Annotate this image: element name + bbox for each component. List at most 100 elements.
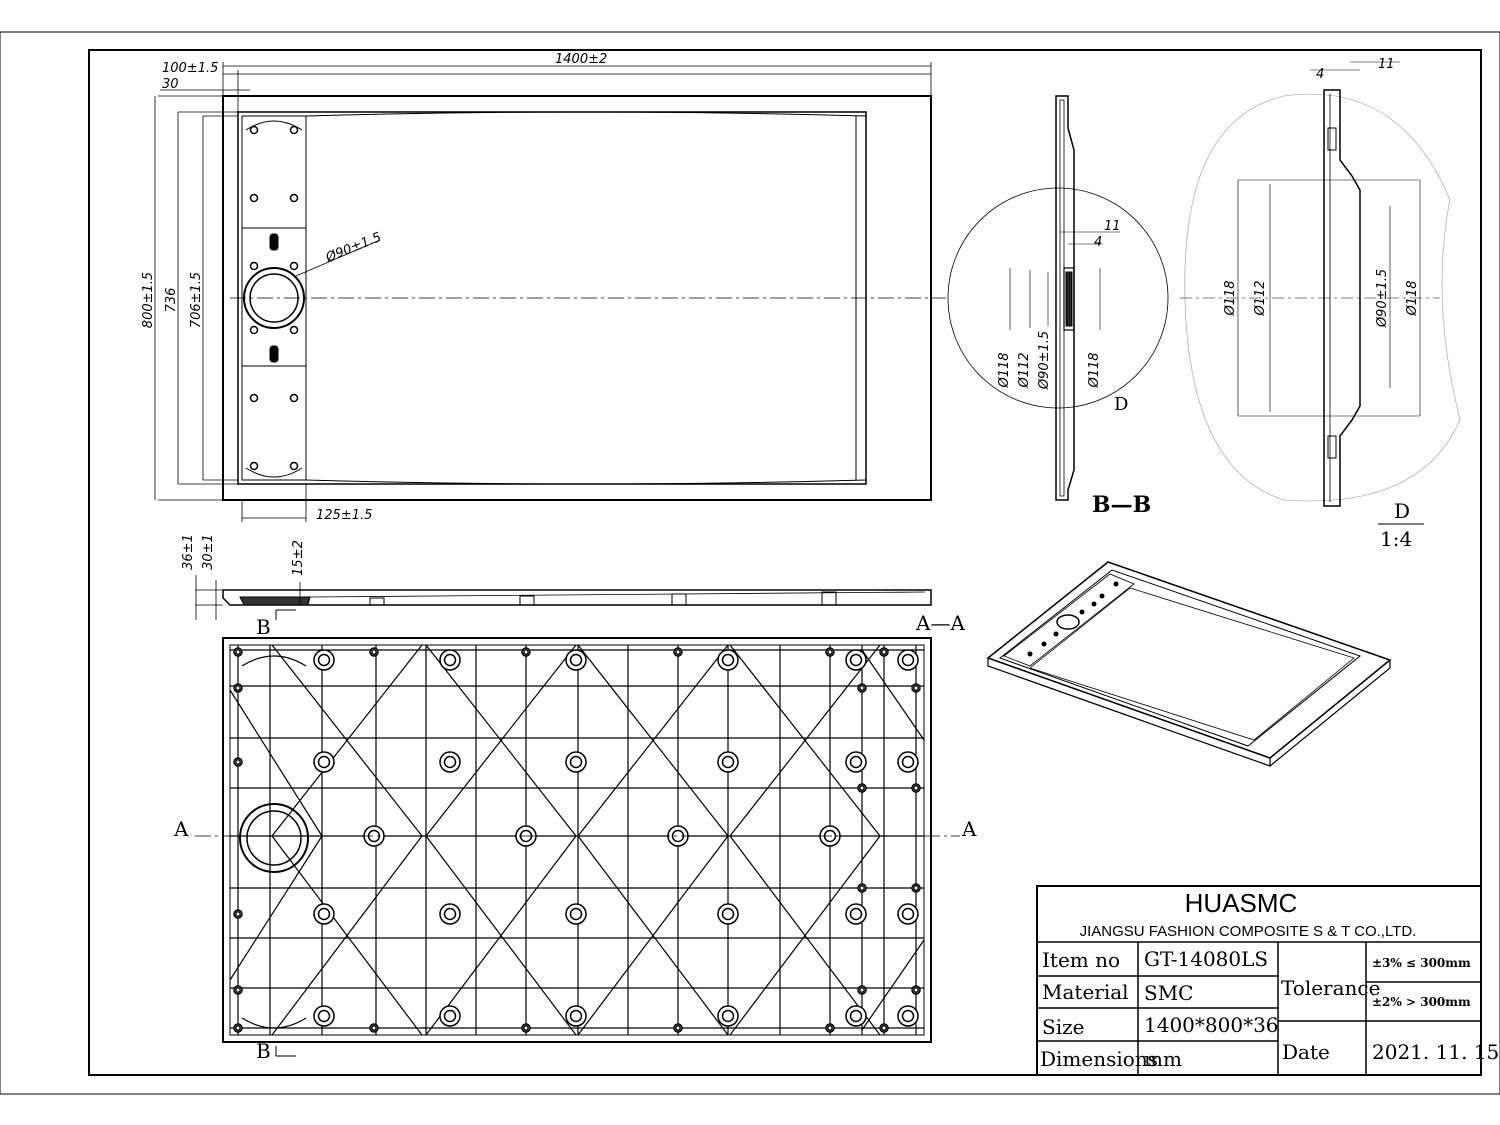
item-no-value: GT-14080LS — [1144, 947, 1268, 971]
support-foot-inner — [569, 653, 583, 667]
support-foot — [565, 903, 587, 925]
rib-diagonal — [229, 689, 323, 837]
support-foot — [845, 1005, 867, 1027]
support-foot-inner — [569, 907, 583, 921]
rib-diagonal — [729, 644, 881, 837]
screw-boss-inner — [235, 759, 241, 765]
dim-length: 1400±2 — [555, 52, 607, 67]
section-b — [947, 95, 1169, 501]
support-foot-inner — [569, 755, 583, 769]
support-foot — [845, 903, 867, 925]
support-foot-inner — [443, 907, 457, 921]
label-b-bottom: B — [256, 1039, 271, 1063]
support-foot-inner — [721, 1009, 735, 1023]
label-b-top: B — [256, 615, 271, 639]
dim-height-drain: 15±2 — [291, 540, 306, 576]
bottom-view — [195, 637, 960, 1043]
screw-boss-inner — [859, 685, 865, 691]
support-foot — [313, 649, 335, 671]
support-foot-inner — [569, 1009, 583, 1023]
support-foot — [897, 1005, 919, 1027]
support-foot-inner — [443, 1009, 457, 1023]
company-full-name: JIANGSU FASHION COMPOSITE S & T CO.,LTD. — [1080, 923, 1417, 940]
label-section-b: B—B — [1092, 492, 1151, 518]
date-label: Date — [1282, 1040, 1330, 1064]
support-foot — [717, 1005, 739, 1027]
support-foot — [717, 751, 739, 773]
dim-lip: 30 — [162, 77, 179, 92]
screw-boss-inner — [913, 987, 919, 993]
support-foot — [439, 649, 461, 671]
support-foot — [897, 903, 919, 925]
dim-detail-d-118-right: Ø118 — [1405, 280, 1420, 316]
support-foot-inner — [901, 907, 915, 921]
support-foot — [565, 649, 587, 671]
dim-detail-d-90: Ø90±1.5 — [1375, 269, 1390, 328]
rib-diagonal — [729, 835, 881, 1036]
dim-detail-11: 11 — [1104, 219, 1121, 234]
support-foot-inner — [443, 755, 457, 769]
top-view — [222, 95, 946, 501]
label-a-right: A — [961, 817, 977, 841]
screw-boss-inner — [913, 885, 919, 891]
screw-boss-inner — [235, 1025, 241, 1031]
support-foot-inner — [443, 653, 457, 667]
support-foot — [565, 751, 587, 773]
support-foot-inner — [849, 1009, 863, 1023]
rib-diagonal — [577, 644, 729, 837]
support-foot — [313, 1005, 335, 1027]
screw-boss-inner — [913, 685, 919, 691]
dim-detail-118-left: Ø118 — [997, 352, 1012, 388]
screw-boss-inner — [235, 987, 241, 993]
screw-boss-inner — [371, 649, 377, 655]
rib-diagonal — [577, 835, 729, 1036]
rib-diagonal — [425, 644, 577, 837]
dim-detail-d-11: 11 — [1378, 57, 1395, 72]
support-foot-inner — [849, 653, 863, 667]
support-foot — [717, 903, 739, 925]
dim-edge-offset: 100±1.5 — [162, 61, 218, 76]
screw-boss-inner — [675, 1025, 681, 1031]
dim-width-overall: 800±1.5 — [141, 272, 156, 328]
detail-d — [1180, 61, 1461, 507]
item-no-label: Item no — [1042, 948, 1120, 972]
size-value: 1400*800*36 — [1144, 1013, 1279, 1037]
screw-boss-inner — [235, 649, 241, 655]
sheet-drawing-frame — [88, 49, 1482, 1076]
screw-boss-inner — [235, 911, 241, 917]
label-section-a: A—A — [915, 611, 965, 635]
support-foot-inner — [317, 907, 331, 921]
dim-drain-offset: 125±1.5 — [316, 508, 372, 523]
support-foot-inner — [901, 755, 915, 769]
isometric-view — [986, 561, 1392, 767]
support-foot — [717, 649, 739, 671]
dimensions-value: mm — [1144, 1047, 1182, 1071]
support-foot — [313, 751, 335, 773]
support-foot-inner — [721, 755, 735, 769]
screw-boss-inner — [235, 685, 241, 691]
support-foot — [439, 751, 461, 773]
dim-detail-90-left: Ø90±1.5 — [1037, 331, 1052, 390]
label-a-left: A — [173, 817, 189, 841]
label-detail-d-small: D — [1114, 394, 1128, 415]
dim-detail-d-112: Ø112 — [1253, 280, 1268, 316]
dim-drain-diameter: Ø90±1.5 — [323, 230, 384, 266]
dim-height-body: 30±1 — [201, 534, 216, 570]
dim-width-channel: 706±1.5 — [189, 272, 204, 328]
support-foot — [897, 751, 919, 773]
screw-boss-inner — [523, 649, 529, 655]
dim-width-inner: 736 — [164, 288, 179, 313]
label-scale: 1:4 — [1380, 527, 1412, 551]
support-foot-inner — [317, 1009, 331, 1023]
support-foot-inner — [317, 653, 331, 667]
screw-boss-inner — [675, 649, 681, 655]
sheet-outer-border — [0, 31, 1500, 1095]
screw-boss-inner — [859, 885, 865, 891]
rib-diagonal — [229, 835, 323, 981]
dim-detail-d-118-left: Ø118 — [1223, 280, 1238, 316]
support-foot — [439, 903, 461, 925]
dimensions-label: Dimensions — [1040, 1047, 1158, 1071]
screw-boss-inner — [827, 649, 833, 655]
screw-boss-inner — [859, 785, 865, 791]
